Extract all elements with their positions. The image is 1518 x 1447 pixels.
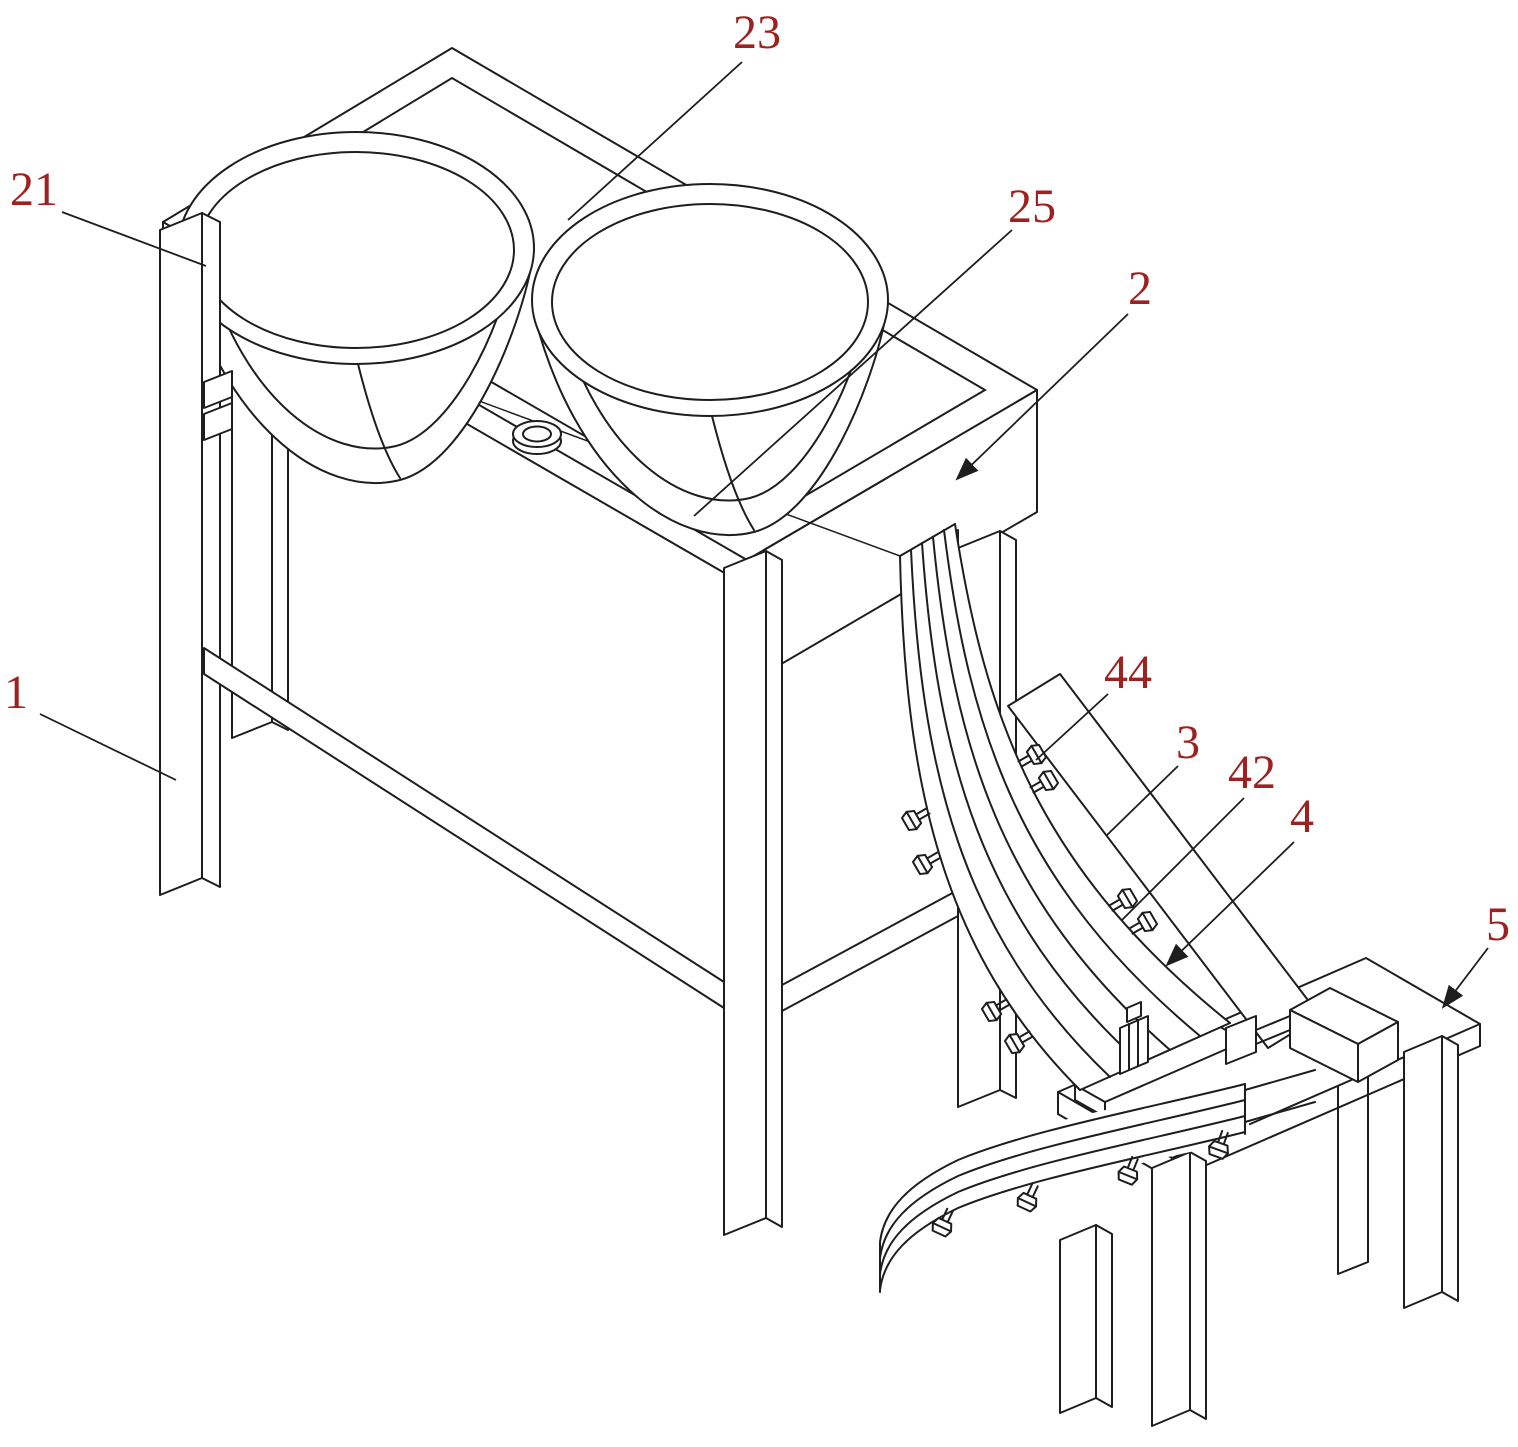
front-brace	[203, 647, 725, 1009]
leader-21	[61, 211, 207, 267]
right-brace	[781, 889, 959, 1012]
chute-rail	[899, 555, 1081, 1091]
ref-label-25: 25	[1008, 180, 1056, 233]
leader-42	[1121, 797, 1245, 921]
discharge-chute	[899, 523, 1231, 1091]
leader-23	[567, 61, 743, 221]
leader-5	[1441, 947, 1489, 1009]
leader-4	[1165, 841, 1295, 967]
main-stand-legs	[159, 212, 1017, 1236]
ref-label-42: 42	[1228, 746, 1276, 799]
ref-label-4: 4	[1290, 790, 1314, 843]
ref-label-44: 44	[1104, 646, 1152, 699]
leader-2	[955, 313, 1129, 481]
leader-44	[1035, 693, 1109, 761]
leader-25	[693, 229, 1013, 517]
leader-3	[1105, 765, 1179, 837]
drive-assembly	[1119, 987, 1399, 1083]
chute-rail	[910, 549, 1111, 1078]
reference-labels: 21 23 25 2 44 3 42 4 5 1	[4, 6, 1510, 951]
hopper-bowl-left	[177, 131, 535, 485]
ref-label-3: 3	[1176, 716, 1200, 769]
chute-rail	[932, 536, 1171, 1051]
front-middle-leg	[723, 550, 767, 1236]
ref-label-23: 23	[733, 6, 781, 59]
roller	[1225, 1015, 1257, 1065]
hopper-bowl-right	[531, 183, 889, 537]
ref-label-2: 2	[1128, 262, 1152, 315]
ref-label-1: 1	[4, 666, 28, 719]
chute-rail	[943, 529, 1201, 1037]
chute-rail	[954, 523, 1231, 1024]
front-left-leg	[159, 212, 203, 896]
ref-label-21: 21	[10, 163, 58, 216]
output-conveyor-track	[850, 1069, 1316, 1293]
leader-1	[39, 713, 177, 781]
chute-rail	[921, 542, 1141, 1064]
leader-lines	[39, 61, 1489, 1009]
ref-label-5: 5	[1486, 898, 1510, 951]
